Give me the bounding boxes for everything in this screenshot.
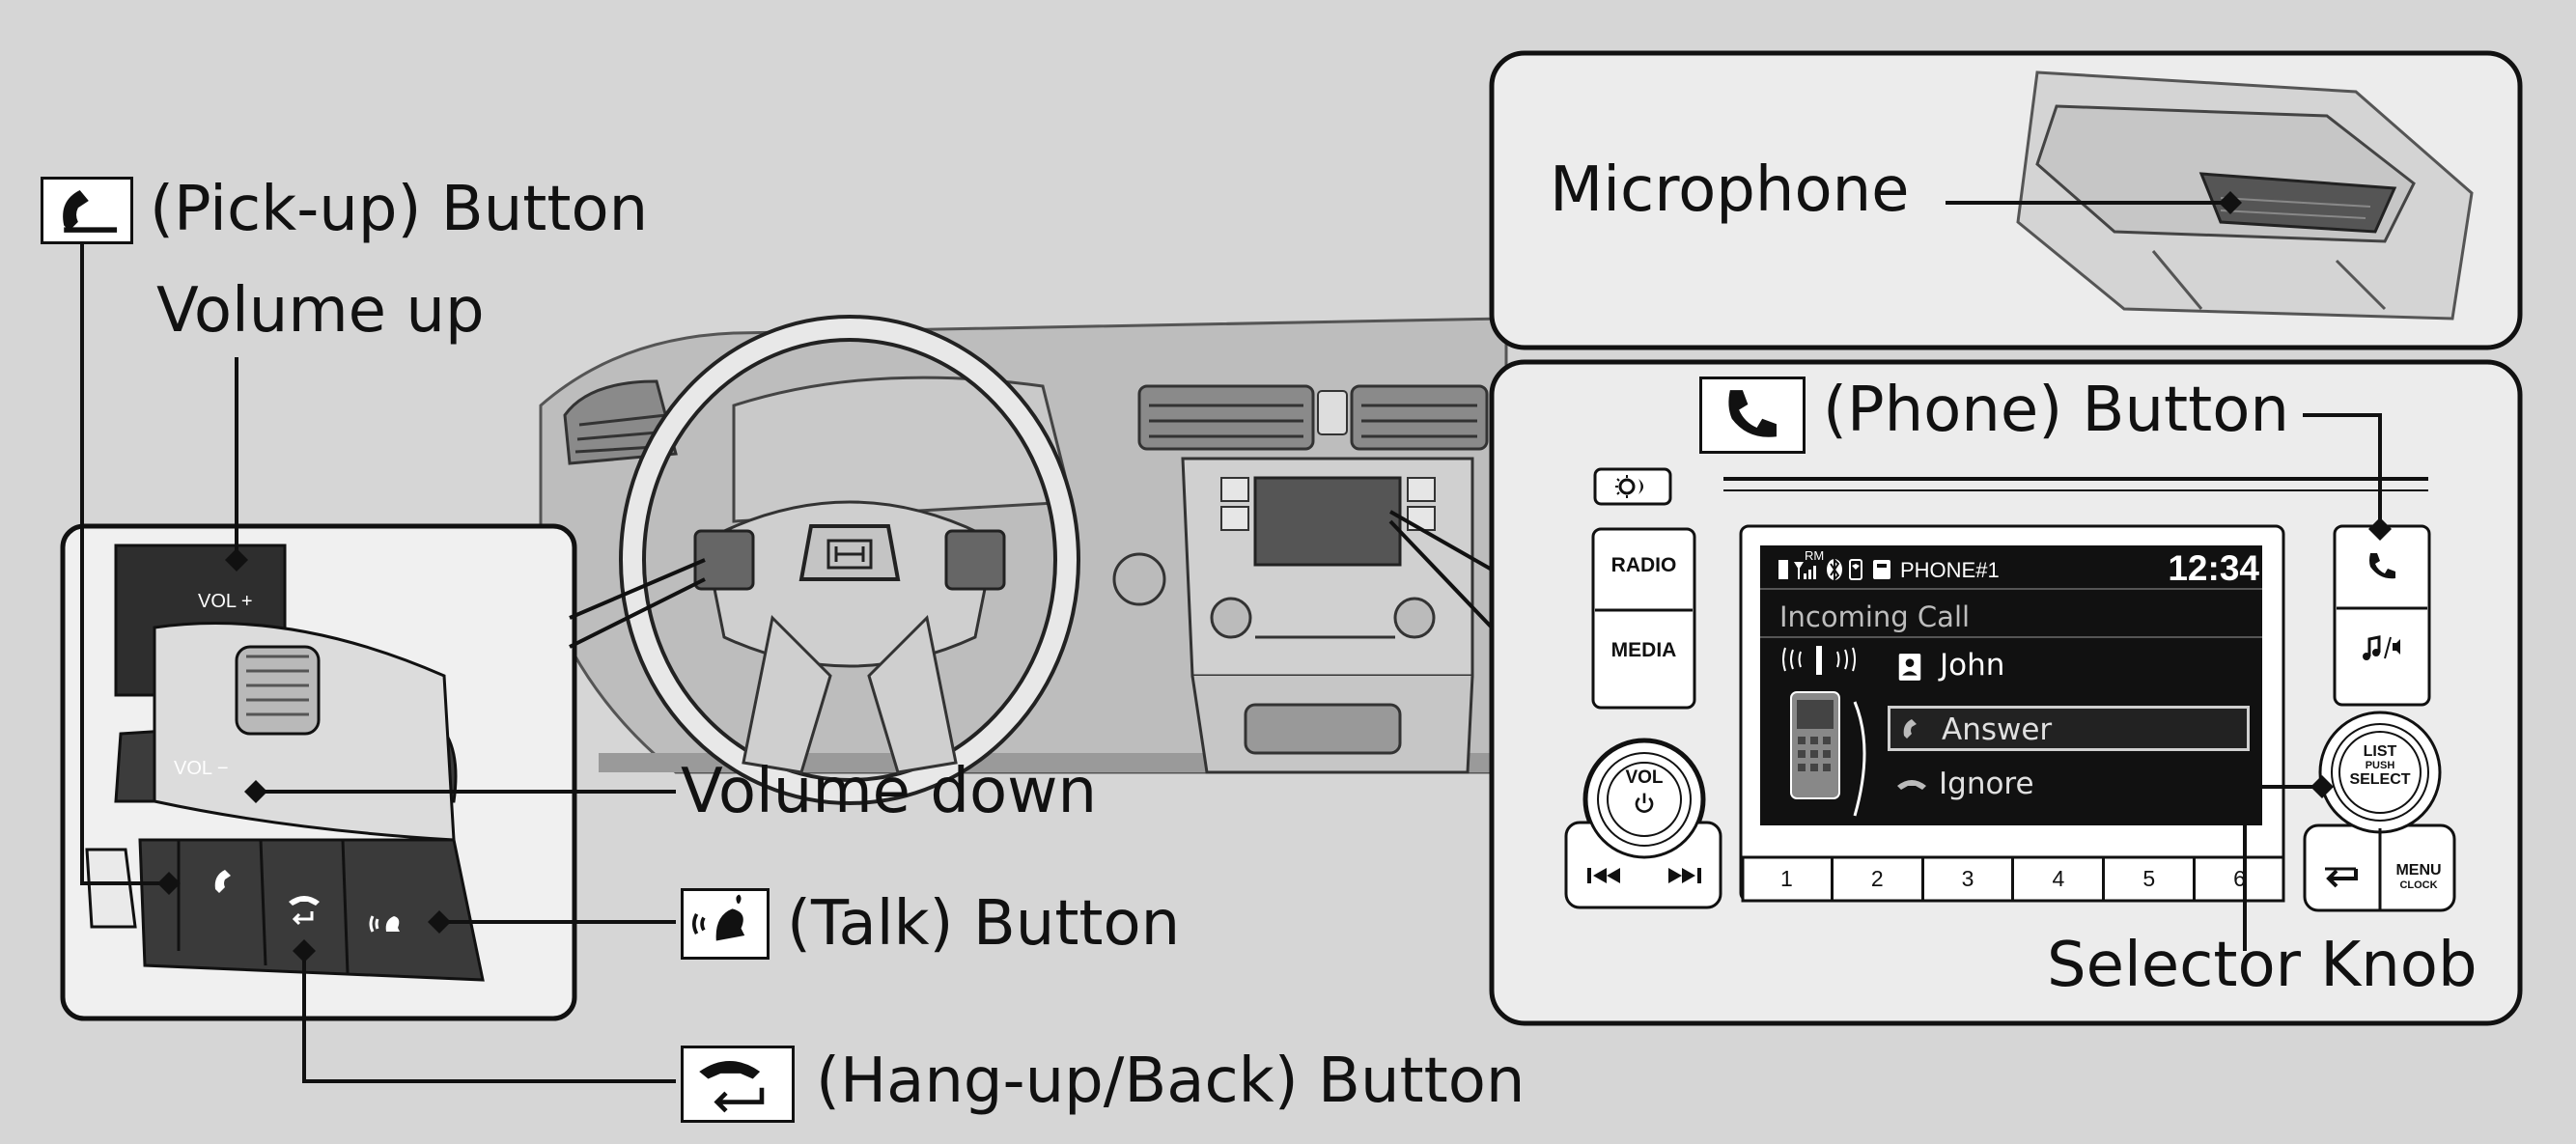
power-icon [1635, 793, 1654, 813]
microphone-label: Microphone [1550, 154, 1910, 226]
incoming-call-graphic [1782, 646, 1866, 817]
answer-label: Answer [1942, 712, 2053, 747]
microphone-marker [2219, 191, 2242, 214]
hangup-icon-box [681, 1046, 795, 1123]
hangup-button-label: (Hang-up/Back) Button [816, 1046, 1526, 1117]
phone-button-label: (Phone) Button [1823, 375, 2289, 446]
preset-4[interactable]: 4 [2014, 857, 2106, 901]
volume-up-marker [225, 548, 248, 572]
ignore-option[interactable]: Ignore [1888, 763, 2250, 808]
pickup-button-label: (Pick-up) Button [150, 174, 649, 245]
selector-knob-label: Selector Knob [2047, 930, 2478, 1001]
music-speaker-icon [2363, 635, 2400, 660]
hangup-marker [293, 939, 316, 963]
phone-hard-button[interactable] [2361, 545, 2403, 588]
answer-option[interactable]: Answer [1888, 706, 2250, 751]
seek-back-button[interactable] [1574, 854, 1638, 897]
menu-label: MENU [2395, 862, 2442, 879]
volume-down-label: Volume down [681, 756, 1098, 827]
steering-talk-button[interactable] [365, 903, 407, 945]
pickup-leader [80, 241, 169, 885]
talk-button-label: (Talk) Button [787, 888, 1181, 960]
preset-6[interactable]: 6 [2233, 866, 2246, 891]
preset-2[interactable]: 2 [1834, 857, 1924, 901]
phone-handset-icon [2369, 553, 2395, 579]
hang-up-icon [1897, 780, 1926, 790]
back-button[interactable] [2308, 851, 2375, 900]
vol-power-knob[interactable]: VOL [1606, 761, 1683, 838]
selector-marker [2310, 775, 2334, 798]
status-bar: RM PHONE#1 12:34 [1777, 548, 2259, 588]
vol-plus-button[interactable]: VOL + [198, 591, 253, 612]
caller-name: John [1940, 648, 2005, 683]
audio-source-button[interactable] [2358, 629, 2406, 668]
volume-down-marker [244, 780, 267, 803]
radio-button[interactable]: RADIO [1610, 554, 1677, 576]
back-arrow-icon [2325, 867, 2358, 888]
contact-icon [1898, 654, 1921, 681]
screen-title: Incoming Call [1779, 600, 1971, 633]
steering-wheel [619, 315, 1080, 805]
knob-push-label: PUSH [2365, 760, 2395, 771]
selector-leader [2243, 785, 2322, 951]
hangup-leader [302, 951, 676, 1083]
phone-leader [2303, 413, 2382, 529]
hang-up-back-icon [699, 1060, 765, 1113]
steering-zoom-panel [60, 523, 577, 1021]
dashboard-illustration [539, 315, 1508, 805]
preset-1[interactable]: 1 [1743, 857, 1834, 901]
talk-voice-icon [369, 915, 400, 933]
volume-up-label: Volume up [156, 275, 485, 347]
hang-up-back-icon [289, 896, 320, 926]
vol-minus-button[interactable]: VOL − [174, 758, 229, 779]
pickup-icon-box [41, 177, 133, 244]
microphone-zoom-panel [1489, 50, 2523, 350]
phone-marker [2368, 517, 2392, 541]
knob-list-label: LIST [2363, 743, 2397, 760]
pickup-marker [157, 872, 181, 895]
menu-clock-button[interactable]: MENU CLOCK [2385, 862, 2452, 906]
status-icons [1778, 557, 1890, 582]
skip-back-icon [1587, 868, 1620, 883]
brightness-icon [1615, 475, 1643, 498]
steering-hangup-button[interactable] [283, 886, 325, 929]
talk-icon-box [681, 888, 770, 960]
clock-time: 12:34 [2168, 548, 2259, 588]
center-air-vents [1137, 384, 1489, 451]
pick-up-phone-icon [1903, 719, 1917, 739]
preset-5[interactable]: 5 [2105, 857, 2197, 901]
clock-label: CLOCK [2399, 879, 2438, 891]
phone-icon-box [1699, 377, 1806, 454]
selector-knob[interactable]: LIST PUSH SELECT [2332, 743, 2428, 811]
day-night-button[interactable] [1595, 469, 1670, 504]
vol-label: VOL [1625, 767, 1664, 788]
preset-buttons: 1 2 3 4 5 6 [1743, 857, 2283, 901]
pick-up-phone-icon [63, 189, 118, 233]
knob-select-label: SELECT [2349, 771, 2411, 788]
seek-forward-button[interactable] [1651, 854, 1715, 897]
phone-name: PHONE#1 [1900, 558, 2000, 582]
audio-unit-zoom-panel [1489, 359, 2523, 1026]
talk-marker [428, 910, 451, 934]
center-stack [1181, 457, 1474, 774]
talk-voice-icon [692, 894, 745, 941]
signal-rm-label: RM [1805, 548, 1825, 563]
zoom-connectors [569, 510, 1494, 649]
preset-3[interactable]: 3 [1924, 857, 2015, 901]
phone-handset-icon [1728, 390, 1777, 437]
skip-forward-icon [1668, 868, 1701, 883]
steering-pickup-button[interactable] [208, 862, 246, 901]
pick-up-phone-icon [214, 870, 231, 893]
media-button[interactable]: MEDIA [1610, 639, 1677, 661]
leader-markers [157, 191, 2392, 963]
ignore-label: Ignore [1939, 767, 2034, 801]
leader-lines [80, 201, 2382, 1083]
